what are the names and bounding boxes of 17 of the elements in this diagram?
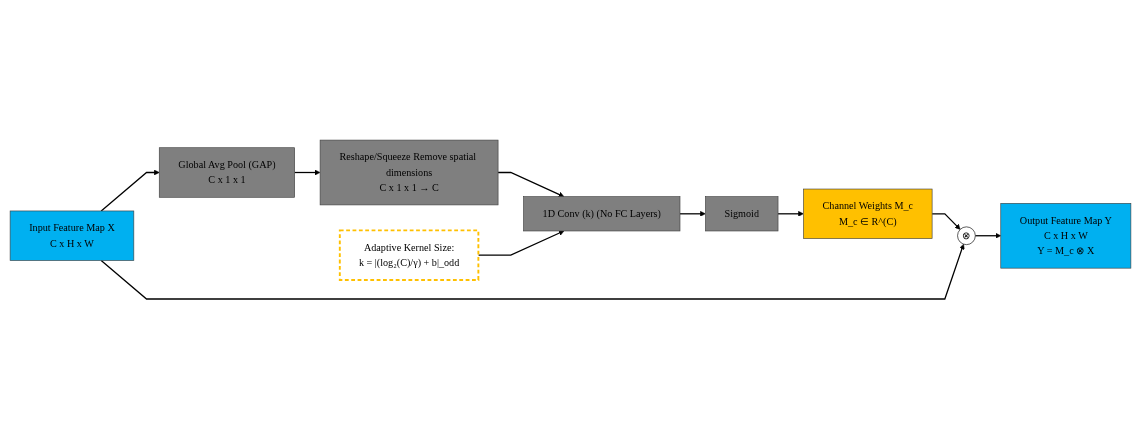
arrow (931, 213, 961, 230)
arrow (679, 210, 706, 217)
node-box: Input Feature Map X C x H x W (9, 210, 135, 261)
node-box: Sigmoid (705, 196, 779, 232)
arrow (777, 210, 804, 217)
node-box: Output Feature Map Y C x H x W Y = M_c ⊗ X (1000, 202, 1132, 269)
node-box: Reshape/Squeeze Remove spatial dimensions C x 1 x 1 → C (319, 139, 499, 206)
node-circle: ⊗ (957, 226, 976, 245)
node-box: 1D Conv (k) (No FC Layers) (523, 196, 681, 232)
node-box: Adaptive Kernel Size: k = |(log₂(C)/γ) + b|_odd (338, 229, 480, 281)
arrow (100, 243, 965, 300)
arrow (974, 232, 1001, 239)
arrow (100, 169, 160, 212)
node-box: Global Avg Pool (GAP) C x 1 x 1 (158, 147, 295, 198)
arrow (497, 171, 565, 198)
arrow (294, 169, 321, 176)
node-box: Channel Weights M_c M_c ∈ R^(C) (803, 188, 933, 239)
